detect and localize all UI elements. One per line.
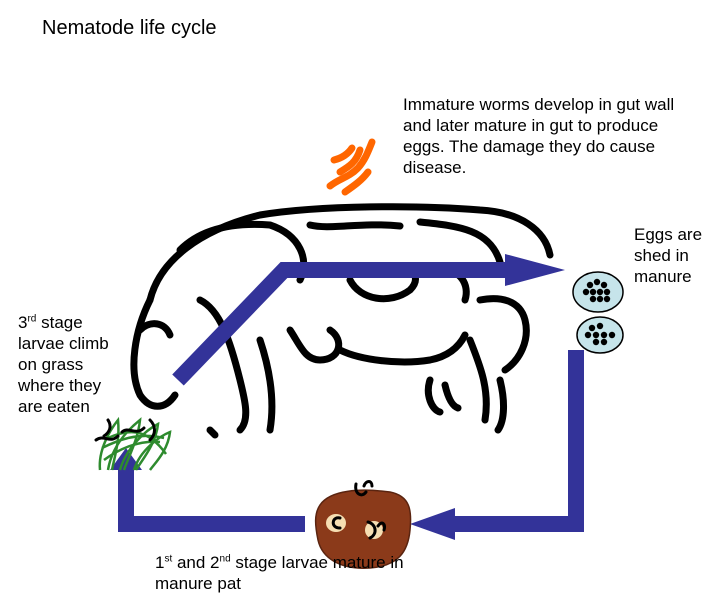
- diagram-title: Nematode life cycle: [42, 17, 217, 39]
- manure-pat-icon: [314, 480, 412, 569]
- eggs-icon: [572, 271, 624, 354]
- arrow-eggs-to-manure: [450, 350, 584, 532]
- third-stage-suffix: rd: [27, 313, 37, 325]
- third-stage-text: stage larvae climb on grass where they a…: [18, 313, 109, 416]
- cycle-arrows: [110, 254, 584, 540]
- second-stage-number: and 2: [172, 553, 220, 572]
- first-second-stage-larvae-label: 1st and 2nd stage larvae mature in manur…: [155, 552, 455, 594]
- grass-icon: [98, 416, 172, 471]
- arrow-ingest-to-gut: [172, 262, 510, 386]
- first-stage-suffix: st: [164, 553, 173, 565]
- arrowhead-to-eggs: [505, 254, 565, 286]
- arrow-manure-to-grass: [118, 470, 305, 532]
- larvae-on-grass-icon: [94, 418, 156, 442]
- arrowhead-to-manure: [410, 508, 455, 540]
- cow-illustration: [130, 203, 554, 439]
- third-stage-larvae-label: 3rd stage larvae climb on grass where th…: [18, 312, 128, 417]
- third-stage-number: 3: [18, 313, 28, 332]
- eggs-shed-label: Eggs are shed in manure: [634, 225, 703, 286]
- immature-worms-label: Immature worms develop in gut wall and l…: [403, 95, 675, 177]
- arrowhead-to-grass: [110, 448, 142, 470]
- first-stage-number: 1: [155, 553, 165, 572]
- worm-icon: [326, 138, 376, 196]
- second-stage-suffix: nd: [219, 553, 231, 565]
- first-second-stage-text: stage larvae mature in manure pat: [155, 553, 404, 593]
